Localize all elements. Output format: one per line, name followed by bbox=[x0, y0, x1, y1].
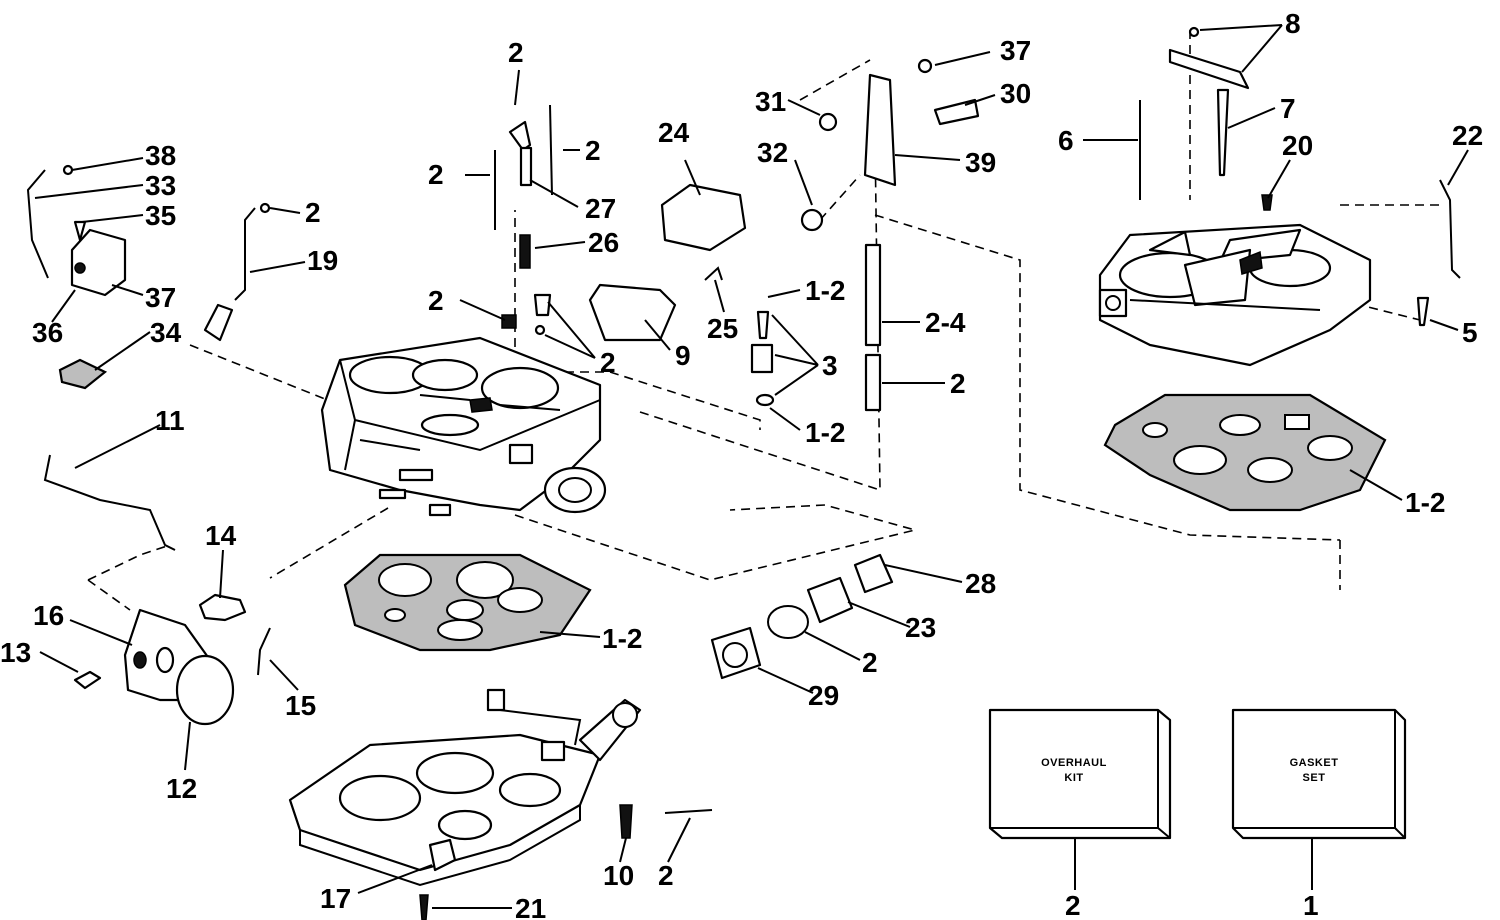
callout: 38 bbox=[145, 140, 176, 171]
callout: 2 bbox=[428, 159, 444, 190]
callout: 1-2 bbox=[1405, 487, 1445, 518]
callout: 2 bbox=[428, 285, 444, 316]
callout: 7 bbox=[1280, 93, 1296, 124]
callout: 5 bbox=[1462, 317, 1478, 348]
callout: 28 bbox=[965, 568, 996, 599]
callout: 3 bbox=[822, 350, 838, 381]
callout: 37 bbox=[1000, 35, 1031, 66]
callout: 34 bbox=[150, 317, 182, 348]
callout: 30 bbox=[1000, 78, 1031, 109]
callout: 24 bbox=[658, 117, 690, 148]
callout: 2 bbox=[862, 647, 878, 678]
air-horn-gasket bbox=[1103, 393, 1387, 512]
callout: 1 bbox=[1303, 890, 1319, 920]
air-horn bbox=[1098, 223, 1372, 367]
callout: 20 bbox=[1282, 130, 1313, 161]
callout: 1-2 bbox=[805, 417, 845, 448]
callout: 2 bbox=[508, 37, 524, 68]
callout: 2 bbox=[305, 197, 321, 228]
callout: 26 bbox=[588, 227, 619, 258]
overhaul-kit-line1: OVERHAUL bbox=[1041, 757, 1107, 769]
small-parts bbox=[419, 26, 1461, 920]
callout: 15 bbox=[285, 690, 316, 721]
callout: 25 bbox=[707, 313, 738, 344]
leader-lines bbox=[34, 24, 1469, 909]
callout: 16 bbox=[33, 600, 64, 631]
gasket-set-box: GASKET SET bbox=[1231, 708, 1407, 840]
callout: 9 bbox=[675, 340, 691, 371]
callout: 2 bbox=[585, 135, 601, 166]
callout: 35 bbox=[145, 200, 176, 231]
callout: 14 bbox=[205, 520, 237, 551]
choke-parts bbox=[26, 164, 271, 726]
callout: 21 bbox=[515, 893, 546, 920]
callout: 1-2 bbox=[805, 275, 845, 306]
callout: 1-2 bbox=[602, 623, 642, 654]
callout: 8 bbox=[1285, 8, 1301, 39]
callout: 32 bbox=[757, 137, 788, 168]
callout: 2 bbox=[600, 347, 616, 378]
main-body bbox=[320, 336, 607, 517]
callout: 23 bbox=[905, 612, 936, 643]
callout: 37 bbox=[145, 282, 176, 313]
callout: 6 bbox=[1058, 125, 1074, 156]
callout: 29 bbox=[808, 680, 839, 711]
callout: 39 bbox=[965, 147, 996, 178]
throttle-body bbox=[288, 688, 642, 887]
callout: 19 bbox=[307, 245, 338, 276]
callout: 10 bbox=[603, 860, 634, 891]
callout: 2 bbox=[950, 368, 966, 399]
callout: 13 bbox=[0, 637, 31, 668]
callout: 12 bbox=[166, 773, 197, 804]
callout: 11 bbox=[155, 405, 185, 436]
callout: 17 bbox=[320, 883, 351, 914]
callout: 2 bbox=[1065, 890, 1081, 920]
callout: 2 bbox=[658, 860, 674, 891]
callout-labels: 2 2 2 27 26 2 2 24 9 25 31 37 30 32 39 1… bbox=[0, 8, 1483, 920]
callout: 2-4 bbox=[925, 307, 966, 338]
overhaul-kit-line2: KIT bbox=[1064, 772, 1083, 784]
callout: 27 bbox=[585, 193, 616, 224]
base-gasket bbox=[343, 553, 592, 652]
callout: 22 bbox=[1452, 120, 1483, 151]
callout: 31 bbox=[755, 86, 786, 117]
callout: 33 bbox=[145, 170, 176, 201]
gasket-set-line1: GASKET bbox=[1290, 757, 1339, 769]
overhaul-kit-box: OVERHAUL KIT bbox=[988, 708, 1172, 840]
callout: 36 bbox=[32, 317, 63, 348]
gasket-set-line2: SET bbox=[1303, 772, 1326, 784]
